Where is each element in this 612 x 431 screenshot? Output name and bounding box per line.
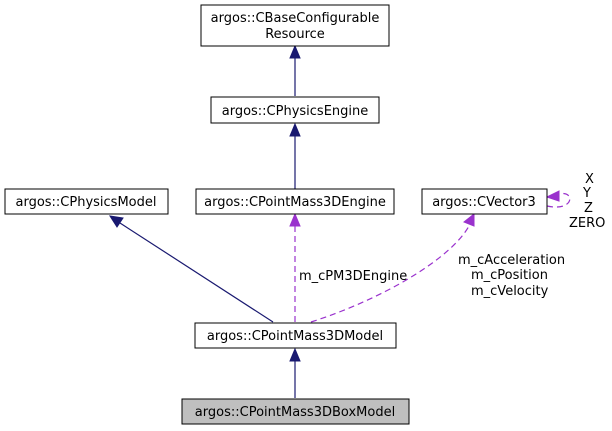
edge-vector3-self-loop xyxy=(546,192,571,208)
node-label: argos::CPhysicsEngine xyxy=(222,104,369,119)
inheritance-edges xyxy=(108,44,301,398)
edge-label-vector-member: m_cPosition xyxy=(471,268,548,283)
node-point-mass-3d-model[interactable]: argos::CPointMass3DModel xyxy=(194,322,397,349)
arrowhead-pm3d-engine xyxy=(289,212,301,227)
node-label: argos::CPhysicsModel xyxy=(15,195,156,210)
node-physics-model[interactable]: argos::CPhysicsModel xyxy=(4,188,169,215)
usage-edges xyxy=(289,190,571,323)
edge-model-to-physicsmodel xyxy=(119,222,274,323)
node-vector3[interactable]: argos::CVector3 xyxy=(421,188,548,215)
node-base-configurable-resource[interactable]: argos::CBaseConfigurable Resource xyxy=(200,4,390,47)
node-point-mass-3d-engine[interactable]: argos::CPointMass3DEngine xyxy=(195,188,395,215)
edge-model-uses-vector3 xyxy=(310,225,470,323)
node-label: argos::CPointMass3DBoxModel xyxy=(195,405,395,420)
arrowhead-pm3d-model xyxy=(289,347,301,362)
edge-label-vector-member: m_cVelocity xyxy=(471,284,549,299)
node-physics-engine[interactable]: argos::CPhysicsEngine xyxy=(210,96,380,124)
edge-label-self-member: Z xyxy=(584,201,593,216)
arrowhead-vector3 xyxy=(463,212,475,227)
edge-label-vector-member: m_cAcceleration xyxy=(458,253,565,268)
arrowhead-physics-engine xyxy=(289,122,301,137)
arrowhead-vector3-self xyxy=(545,190,560,202)
node-point-mass-3d-box-model[interactable]: argos::CPointMass3DBoxModel xyxy=(181,398,410,425)
arrowhead-resource xyxy=(289,44,301,59)
edge-label-engine-member: m_cPM3DEngine xyxy=(299,269,407,284)
edge-label-self-member: X xyxy=(585,172,594,187)
edge-label-self-member: ZERO xyxy=(569,216,605,231)
node-label-line: argos::CBaseConfigurable xyxy=(211,11,380,26)
node-label: argos::CPointMass3DEngine xyxy=(204,195,386,210)
node-label: argos::CPointMass3DModel xyxy=(207,329,383,344)
node-label-line: Resource xyxy=(265,27,325,42)
edge-label-self-member: Y xyxy=(582,186,591,201)
arrowhead-physics-model xyxy=(108,215,124,228)
node-label: argos::CVector3 xyxy=(432,195,536,210)
